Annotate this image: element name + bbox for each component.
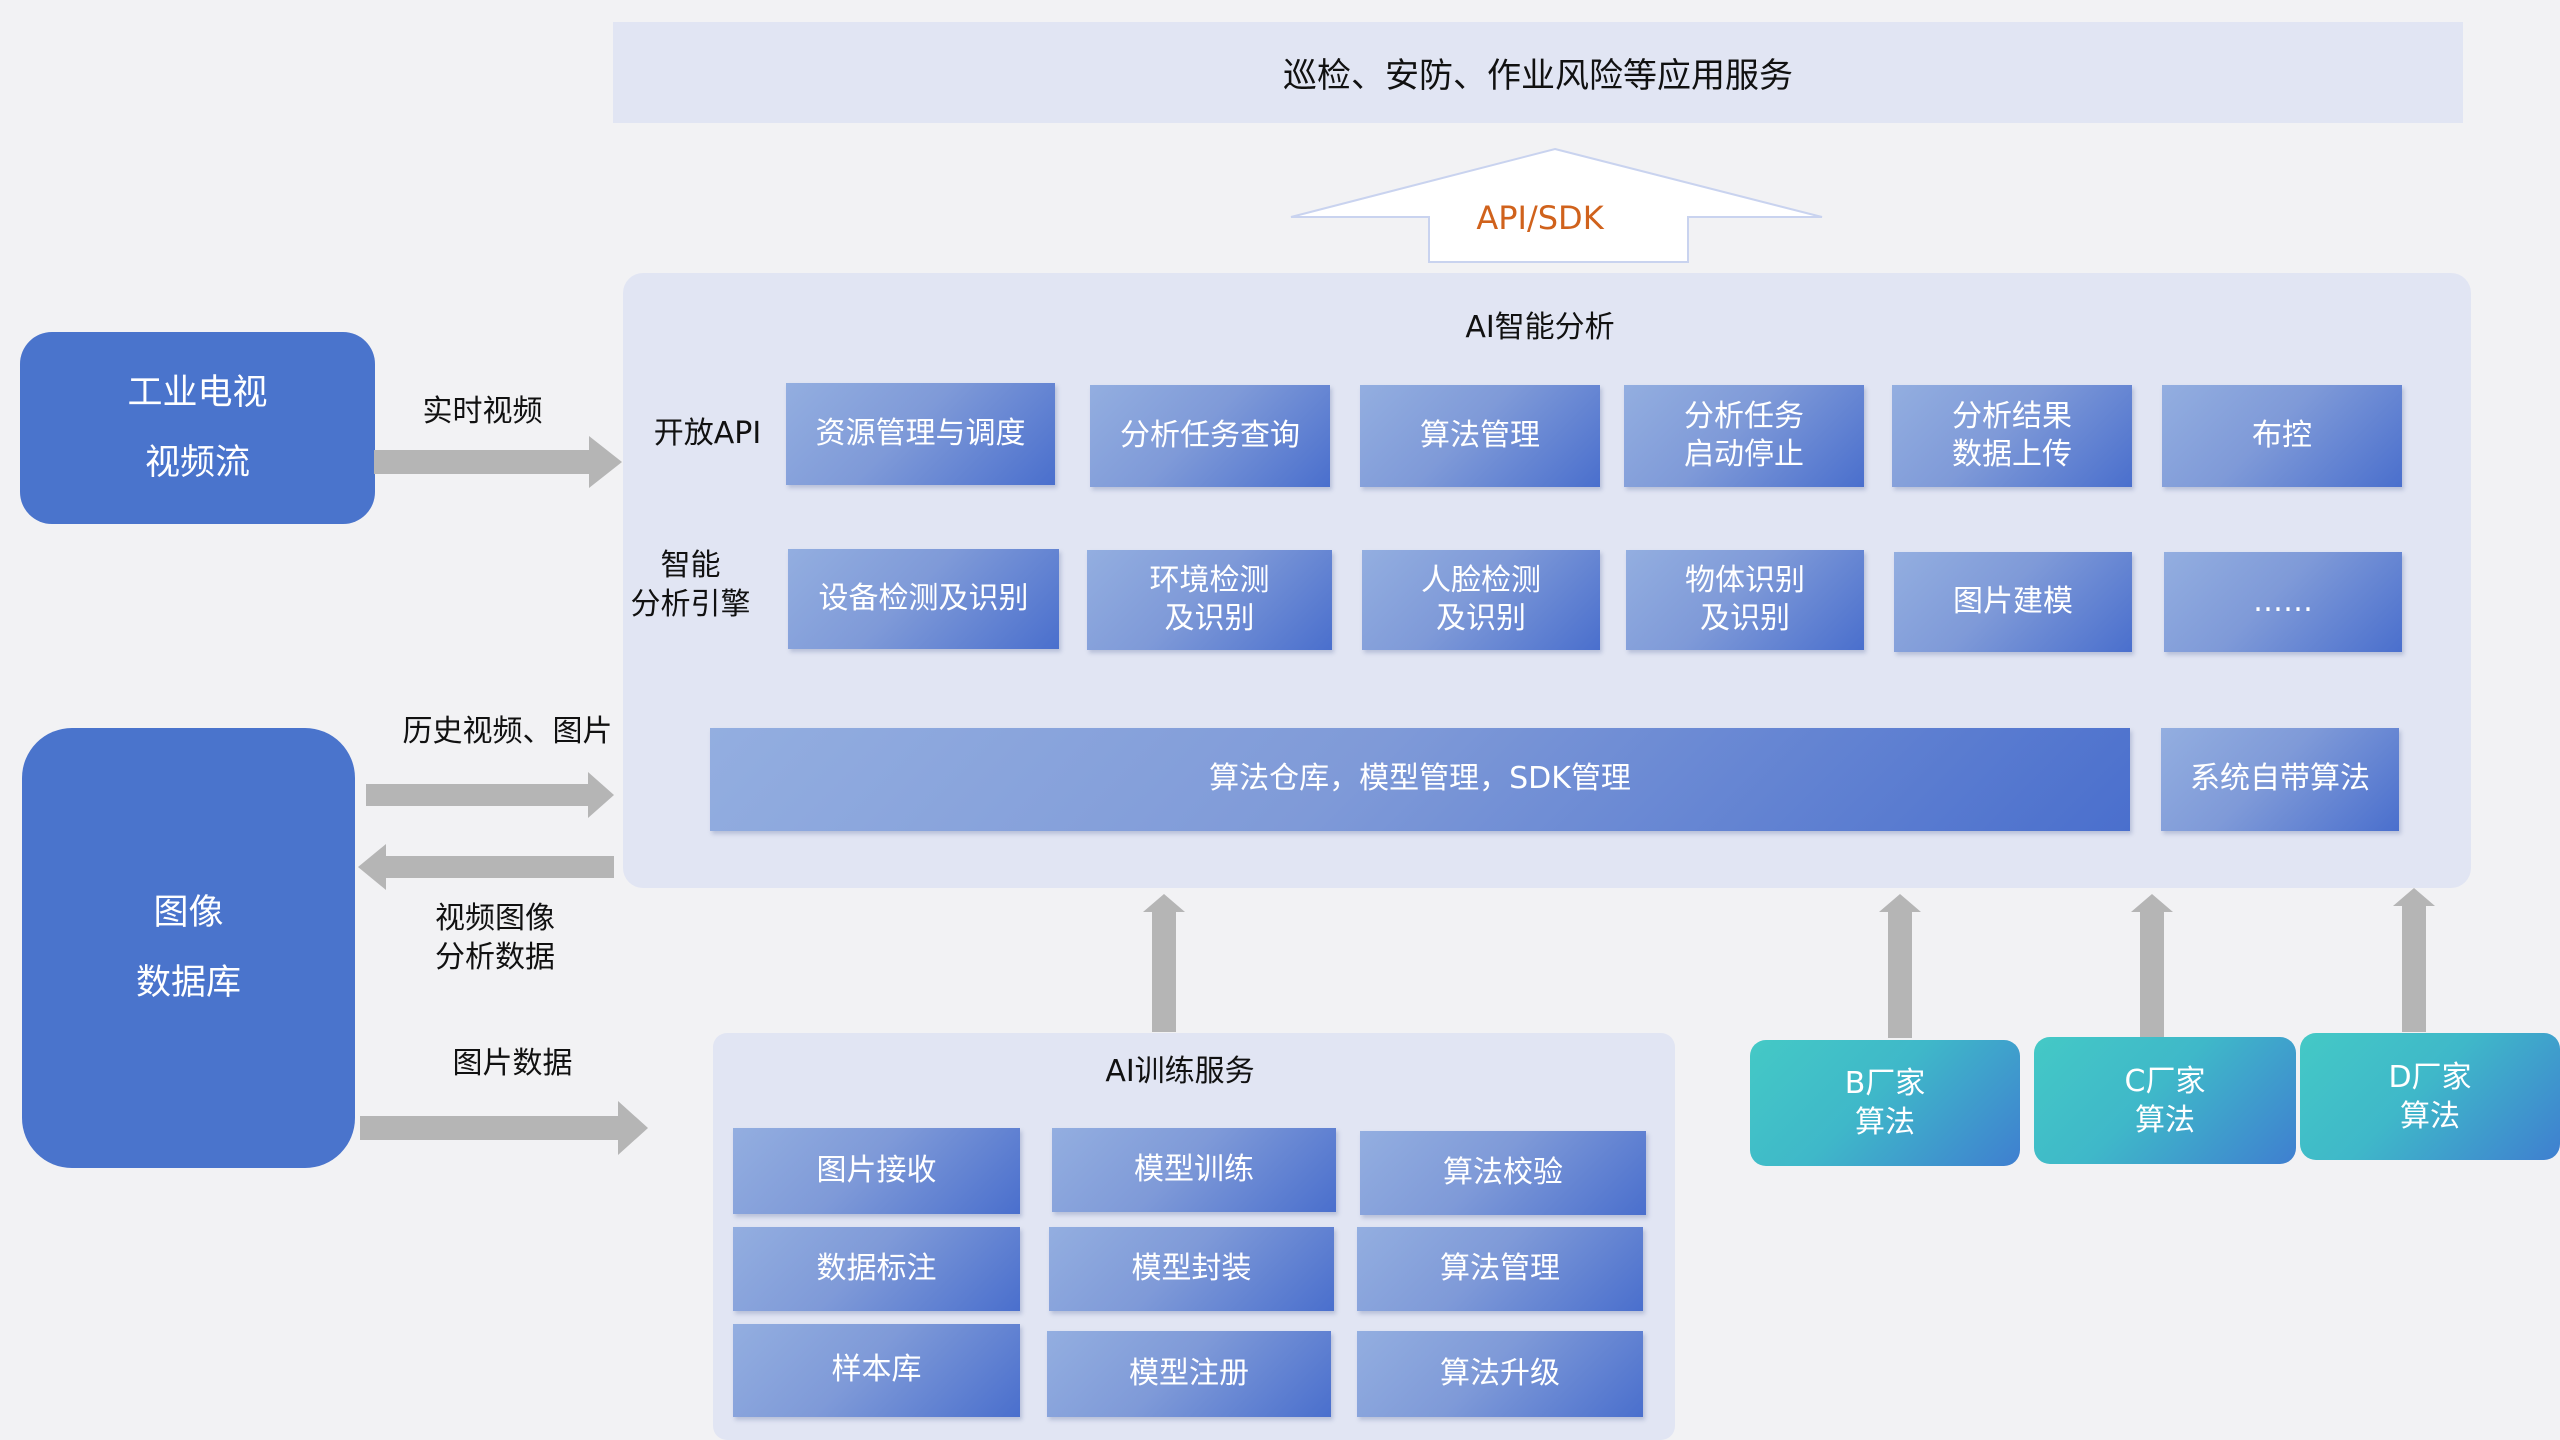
ai-analysis-title: AI智能分析	[1465, 310, 1615, 345]
open-api-label: 开放API	[653, 416, 762, 451]
engine-item-environment-detection: 环境检测 及识别	[1087, 550, 1332, 650]
api-item-algorithm-management: 算法管理	[1360, 385, 1600, 487]
history-video-image-label: 历史视频、图片	[402, 714, 613, 749]
training-item-algorithm-validation: 算法校验	[1360, 1131, 1646, 1215]
engine-item-face-detection: 人脸检测 及识别	[1362, 550, 1600, 650]
api-item-task-start-stop: 分析任务 启动停止	[1624, 385, 1864, 487]
api-item-result-upload: 分析结果 数据上传	[1892, 385, 2132, 487]
api-sdk-arrow	[1290, 147, 1823, 263]
vendor-c-up-arrow	[2131, 894, 2173, 1038]
analysis-data-return-arrow	[358, 844, 614, 890]
api-item-deploy-control: 布控	[2162, 385, 2402, 487]
vendor-b-algorithm: B厂家 算法	[1750, 1040, 2020, 1166]
algorithm-warehouse: 算法仓库，模型管理，SDK管理	[710, 728, 2130, 831]
training-item-model-training: 模型训练	[1052, 1128, 1336, 1212]
api-item-task-query: 分析任务查询	[1090, 385, 1330, 487]
api-item-resource-scheduling: 资源管理与调度	[786, 383, 1055, 485]
application-services-bar: 巡检、安防、作业风险等应用服务	[613, 22, 2463, 123]
engine-item-device-detection: 设备检测及识别	[788, 549, 1059, 649]
training-to-analysis-arrow	[1143, 894, 1185, 1032]
realtime-video-label: 实时视频	[422, 394, 543, 429]
training-item-algorithm-management: 算法管理	[1357, 1227, 1643, 1311]
training-item-algorithm-upgrade: 算法升级	[1357, 1331, 1643, 1417]
builtin-algorithms: 系统自带算法	[2161, 728, 2399, 831]
video-image-analysis-data-label: 视频图像 分析数据	[435, 901, 555, 975]
engine-item-image-modeling: 图片建模	[1894, 552, 2132, 652]
image-database: 图像 数据库	[22, 728, 355, 1168]
industrial-video-stream: 工业电视 视频流	[20, 332, 375, 524]
vendor-d-algorithm: D厂家 算法	[2300, 1033, 2560, 1160]
realtime-video-arrow	[374, 436, 622, 488]
image-data-label: 图片数据	[452, 1046, 573, 1081]
training-item-model-packaging: 模型封装	[1049, 1227, 1334, 1311]
api-sdk-label: API/SDK	[1476, 199, 1604, 237]
engine-item-more: ……	[2164, 552, 2402, 652]
ai-training-title: AI训练服务	[1105, 1054, 1255, 1089]
vendor-b-up-arrow	[1879, 894, 1921, 1038]
training-item-data-annotation: 数据标注	[733, 1227, 1020, 1311]
vendor-d-up-arrow	[2393, 888, 2435, 1032]
image-data-arrow	[360, 1101, 648, 1155]
history-data-arrow	[366, 772, 614, 818]
training-item-image-receive: 图片接收	[733, 1128, 1020, 1214]
analysis-engine-label: 智能 分析引擎	[630, 548, 751, 622]
application-services-label: 巡检、安防、作业风险等应用服务	[1283, 56, 1793, 96]
training-item-model-registration: 模型注册	[1047, 1331, 1331, 1417]
engine-item-object-recognition: 物体识别 及识别	[1626, 550, 1864, 650]
training-item-sample-library: 样本库	[733, 1324, 1020, 1417]
vendor-c-algorithm: C厂家 算法	[2034, 1037, 2296, 1164]
